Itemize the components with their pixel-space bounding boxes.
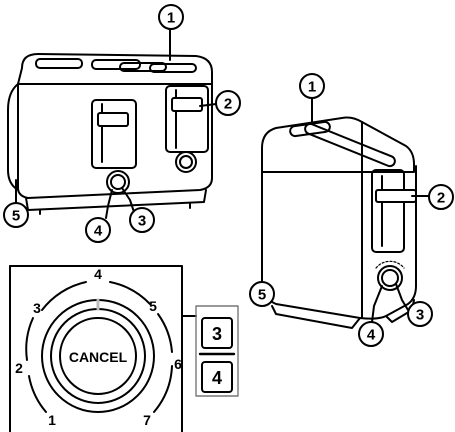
- legend-bottom-number: 4: [212, 368, 222, 388]
- callout-3: 3: [416, 307, 424, 324]
- callout-circle: [158, 4, 184, 30]
- callout-5: 5: [12, 208, 20, 225]
- dial-scale-3: 3: [33, 300, 41, 316]
- callout-1: 1: [308, 79, 316, 96]
- callout-circle: [249, 281, 275, 307]
- dial-scale-4: 4: [94, 266, 102, 282]
- callout-1: 1: [167, 10, 175, 27]
- callout-circle: [129, 207, 155, 233]
- two-slice-toaster: [261, 95, 429, 329]
- four-slice-toaster: [7, 27, 217, 219]
- callout-5: 5: [258, 287, 266, 304]
- dial-scale-1: 1: [48, 412, 56, 428]
- callout-circle: [428, 184, 454, 210]
- dial-scale-5: 5: [149, 298, 157, 314]
- legend-box: [195, 305, 239, 397]
- callout-2: 2: [437, 190, 445, 207]
- callout-circle: [85, 217, 111, 243]
- callout-2: 2: [224, 96, 232, 113]
- dial-cancel-label: CANCEL: [69, 349, 128, 365]
- dial-scale-6: 6: [174, 356, 182, 372]
- callout-4: 4: [367, 327, 376, 344]
- callout-circle: [299, 73, 325, 99]
- dial-scale-7: 7: [143, 412, 151, 428]
- callout-3: 3: [138, 213, 146, 230]
- dial-closeup-panel: [9, 265, 197, 432]
- callout-circle: [3, 202, 29, 228]
- callout-circle: [358, 321, 384, 347]
- callout-4: 4: [94, 223, 103, 240]
- callout-circle: [215, 90, 241, 116]
- legend-top-number: 3: [212, 324, 222, 344]
- dial-scale-2: 2: [15, 360, 23, 376]
- callout-circle: [407, 301, 433, 327]
